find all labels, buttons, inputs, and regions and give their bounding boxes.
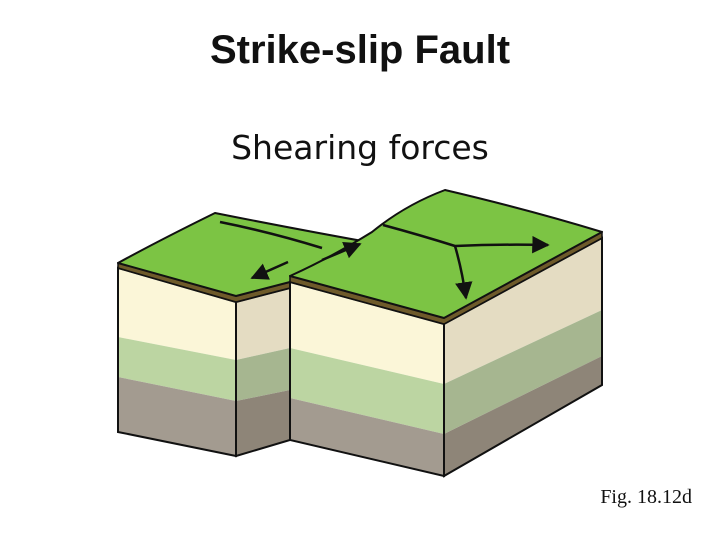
right-block-motion-arrow bbox=[321, 242, 362, 262]
left-side-green-layer bbox=[236, 348, 290, 401]
right-side-cream-layer bbox=[444, 238, 602, 384]
left-offset-line bbox=[219, 220, 323, 250]
left-side-rock-layer bbox=[236, 390, 290, 456]
right-front-green-layer bbox=[290, 348, 444, 434]
left-front-rock-layer bbox=[118, 377, 236, 456]
right-fault-block bbox=[289, 189, 603, 478]
figure-label: Fig. 18.12d bbox=[600, 486, 692, 508]
right-side-green-layer bbox=[444, 310, 602, 434]
slide-title: Strike-slip Fault bbox=[209, 28, 511, 72]
right-side-rock-layer bbox=[444, 356, 602, 476]
right-front-cream-layer bbox=[290, 282, 444, 384]
right-front-rock-layer bbox=[290, 398, 444, 476]
left-front-cream-layer bbox=[118, 268, 236, 360]
left-fault-block bbox=[117, 212, 391, 458]
right-branch-line bbox=[453, 245, 473, 300]
left-block-motion-arrow bbox=[250, 260, 289, 280]
left-side-cream-layer bbox=[236, 288, 290, 360]
left-front-green-layer bbox=[118, 337, 236, 401]
slide-subtitle: Shearing forces bbox=[231, 128, 489, 167]
